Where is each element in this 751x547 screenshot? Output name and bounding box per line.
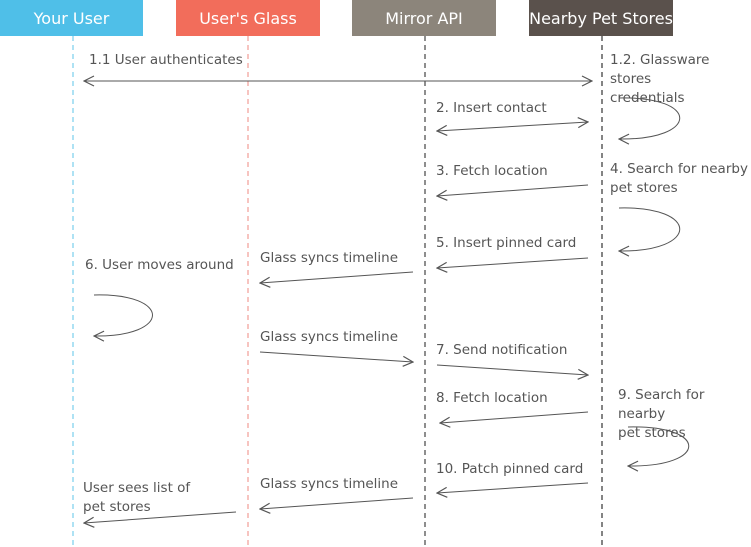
arrow-fetch-location-2	[440, 411, 589, 423]
label-fetch-location-1: 3. Fetch location	[436, 163, 548, 179]
arrow-glass-syncs-3	[260, 497, 414, 509]
arrow-send-notification	[436, 364, 588, 375]
arrow-patch-pinned-card	[437, 482, 589, 493]
arrow-glass-syncs-2	[259, 351, 413, 362]
label-send-notification: 7. Send notification	[436, 342, 568, 358]
label-glassware-stores-credentials: 1.2. Glassware stores credentials	[610, 52, 710, 106]
label-search-nearby-1: 4. Search for nearby pet stores	[610, 161, 748, 196]
label-glass-syncs-1: Glass syncs timeline	[260, 250, 399, 266]
label-user-authenticates: 1.1 User authenticates	[89, 52, 243, 68]
participant-header-mirror-api: Mirror API	[352, 0, 496, 36]
label-search-nearby-2: 9. Search for nearby pet stores	[618, 387, 705, 441]
participant-header-your-user: Your User	[0, 0, 143, 36]
self-loop-user-moves	[94, 294, 153, 336]
label-glass-syncs-3: Glass syncs timeline	[260, 476, 399, 492]
participant-header-users-glass: User's Glass	[176, 0, 320, 36]
self-loop-search-nearby-1	[619, 207, 680, 251]
label-patch-pinned-card: 10. Patch pinned card	[436, 461, 584, 477]
label-fetch-location-2: 8. Fetch location	[436, 390, 548, 406]
arrow-user-sees-list	[84, 511, 237, 523]
label-user-moves-around: 6. User moves around	[85, 257, 234, 273]
arrow-fetch-location-1	[437, 184, 589, 196]
label-insert-contact: 2. Insert contact	[436, 100, 547, 116]
label-user-sees-list: User sees list of pet stores	[83, 480, 191, 515]
arrow-insert-pinned-card	[437, 257, 589, 268]
self-loop-search-nearby-2	[628, 426, 689, 466]
arrow-glass-syncs-1	[260, 271, 414, 283]
self-loop-glassware-stores-credentials	[619, 97, 680, 139]
label-insert-pinned-card: 5. Insert pinned card	[436, 235, 577, 251]
label-glass-syncs-2: Glass syncs timeline	[260, 329, 399, 345]
participant-header-nearby-pet-stores: Nearby Pet Stores	[529, 0, 673, 36]
arrow-insert-contact	[437, 122, 588, 131]
